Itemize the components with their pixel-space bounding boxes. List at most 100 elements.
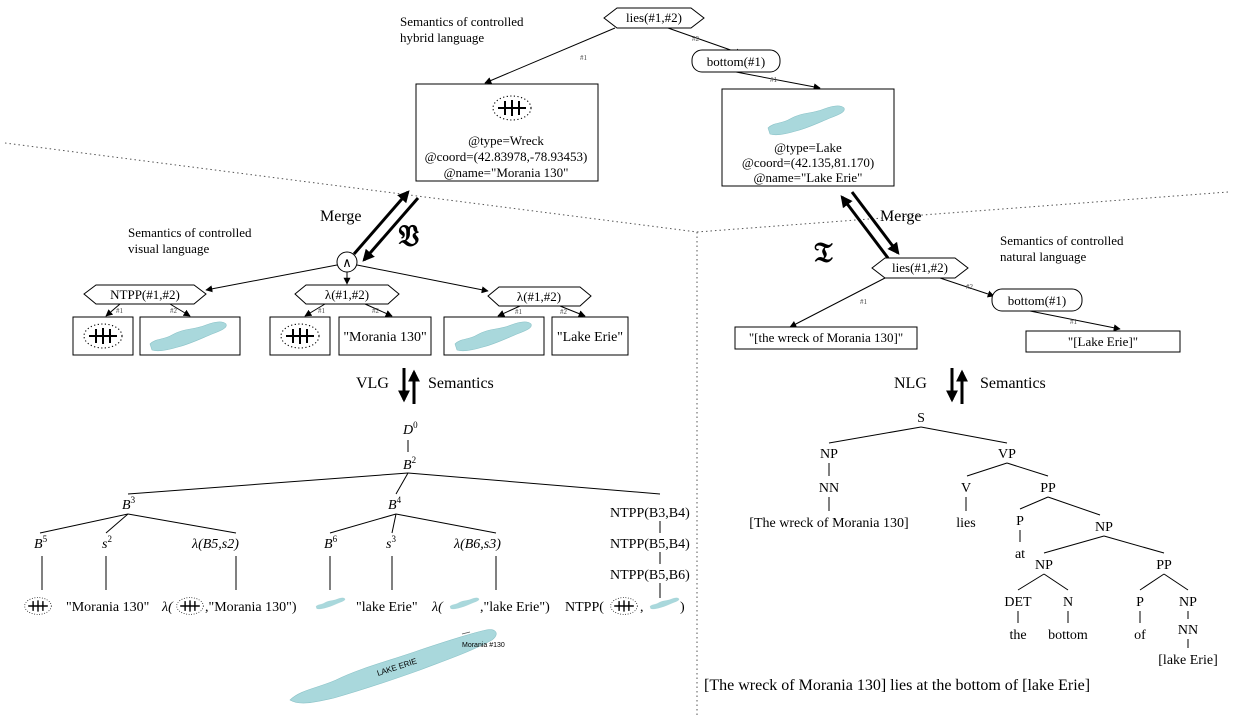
natural-bottom-label: bottom(#1)	[1008, 293, 1067, 308]
tree-B6: B6	[324, 534, 338, 552]
lambda1-node	[294, 284, 400, 305]
merge-arrow-down-left	[362, 197, 420, 262]
lambda1-name-box	[338, 316, 432, 356]
ptree-edge-PP-NP	[1047, 496, 1101, 516]
lake-coord: @coord=(42.135,81.170)	[742, 155, 874, 170]
frak-T-symbol: 𝔗	[814, 236, 833, 269]
ptree-PP: PP	[1040, 481, 1056, 496]
tree-edge-B2-B3	[127, 472, 409, 495]
tree-ntpp-1: NTPP(B3,B4)	[610, 506, 690, 521]
ptree-NN: NN	[819, 481, 839, 496]
divider-left-diagonal	[4, 142, 698, 233]
ntpp-edge2-label: #2	[170, 307, 178, 315]
leaf-lambda1-wreck-icon	[175, 596, 205, 616]
leaf-ntpp-close: )	[680, 600, 685, 615]
ptree-DET: DET	[1004, 595, 1032, 610]
tree-D0: D0	[402, 420, 418, 438]
merge-arrow-down-right	[850, 191, 900, 255]
visual-caption-line2: visual language	[128, 241, 209, 256]
ptree-edge-NP3-N	[1043, 573, 1069, 591]
ptree-NP3: NP	[1035, 558, 1053, 573]
natural-bottom-edge-label: #1	[1070, 318, 1078, 326]
vlg-label: VLG	[356, 375, 389, 392]
natural-edge-1	[789, 277, 886, 328]
lake-name: @name="Lake Erie"	[754, 170, 863, 185]
tree-B4: B4	[388, 495, 402, 513]
hybrid-bottom-edge	[735, 71, 821, 91]
ptree-N: N	[1063, 595, 1073, 610]
ptree-np-leaf: [The wreck of Morania 130]	[749, 516, 908, 531]
natural-edge-2	[939, 277, 995, 298]
visual-section: Merge 𝔙 Semantics of controlled visual l…	[24, 190, 690, 704]
map-wreck-label: Morania #130	[462, 642, 505, 649]
left-semantics-label: Semantics	[428, 375, 494, 392]
hybrid-edge-1-label: #1	[580, 54, 588, 62]
leaf-lambda2-lake-icon	[449, 597, 480, 610]
natural-root-label: lies(#1,#2)	[892, 260, 948, 275]
wreck-name: @name="Morania 130"	[444, 165, 569, 180]
lambda2-node-label: λ(#1,#2)	[517, 289, 561, 304]
hybrid-caption-line1: Semantics of controlled	[400, 14, 524, 29]
merge-label-left: Merge	[320, 208, 361, 225]
tree-s2: s2	[102, 534, 112, 552]
natural-sentence: [The wreck of Morania 130] lies at the b…	[704, 677, 1090, 694]
ptree-lake-leaf: [lake Erie]	[1158, 653, 1217, 668]
merge-arrow-up-right	[840, 195, 890, 259]
natural-bottom-node	[991, 288, 1083, 312]
wreck-object-box	[415, 83, 599, 182]
ptree-edge-PP-P	[1019, 496, 1049, 510]
hybrid-root-node	[603, 7, 705, 29]
lambda1-edge2-label: #2	[372, 307, 380, 315]
lake-object-box	[721, 88, 895, 187]
ptree-at: at	[1015, 547, 1025, 562]
leaf-lake: "lake Erie"	[356, 600, 418, 615]
ptree-edge-VP-PP	[1006, 462, 1049, 477]
leaf-wreck-icon	[24, 596, 52, 616]
ptree-NN2: NN	[1178, 623, 1198, 638]
lambda1-name-text: "Morania 130"	[343, 330, 426, 345]
tree-lambda-B5-s2: λ(B5,s2)	[191, 537, 239, 552]
hybrid-section: Semantics of controlled hybrid language …	[400, 7, 895, 187]
leaf-ntpp-wreck-icon	[610, 596, 638, 616]
lambda2-name-text: "Lake Erie"	[557, 330, 623, 345]
natural-edge-1-label: #1	[860, 298, 868, 306]
lake-erie-map: LAKE ERIE Morania #130	[289, 629, 505, 704]
leaf-ntpp-open: NTPP(	[565, 600, 604, 615]
tree-edge-B4-lam	[395, 513, 497, 534]
tree-edge-B4-s3	[391, 513, 397, 534]
ptree-edge-VP-V	[966, 462, 1008, 477]
ptree-bottom: bottom	[1048, 628, 1088, 643]
leaf-lambda1-open: λ(	[161, 600, 174, 615]
ptree-P2: P	[1136, 595, 1144, 610]
leaf-lambda1-close: ,"Morania 130")	[205, 600, 297, 615]
lambda1-edge2	[364, 303, 393, 317]
ntpp-edge1-label: #1	[116, 307, 124, 315]
tree-ntpp-3: NTPP(B5,B6)	[610, 568, 690, 583]
hybrid-bottom-edge-label: #1	[770, 76, 778, 84]
ptree-of: of	[1134, 628, 1146, 643]
tree-edge-B2-B4	[395, 472, 409, 495]
tree-B2: B2	[403, 455, 416, 473]
tree-edge-B3-lam	[127, 513, 237, 534]
tree-ntpp-2: NTPP(B5,B4)	[610, 537, 690, 552]
wreck-type: @type=Wreck	[468, 133, 544, 148]
ptree-edge-PP2-P2	[1139, 573, 1165, 591]
lambda2-edge2	[559, 305, 586, 317]
ptree-lies: lies	[956, 516, 975, 531]
lambda1-node-label: λ(#1,#2)	[325, 287, 369, 302]
tree-edge-B3-B5	[39, 513, 129, 534]
ptree-P: P	[1016, 514, 1024, 529]
merge-arrow-up-left	[352, 190, 410, 255]
ptree-the: the	[1009, 628, 1026, 643]
natural-box-lake	[1025, 330, 1181, 353]
merge-label-right: Merge	[880, 208, 921, 225]
hybrid-caption-line2: hybrid language	[400, 30, 484, 45]
natural-caption-line1: Semantics of controlled	[1000, 233, 1124, 248]
tree-edge-B2-ntpp	[407, 472, 661, 495]
ntpp-edge2	[169, 303, 191, 317]
tree-B5: B5	[34, 534, 48, 552]
leaf-lambda2-close: ,"lake Erie")	[480, 600, 550, 615]
lambda1-edge1-label: #1	[318, 307, 326, 315]
lambda2-node	[487, 286, 592, 307]
